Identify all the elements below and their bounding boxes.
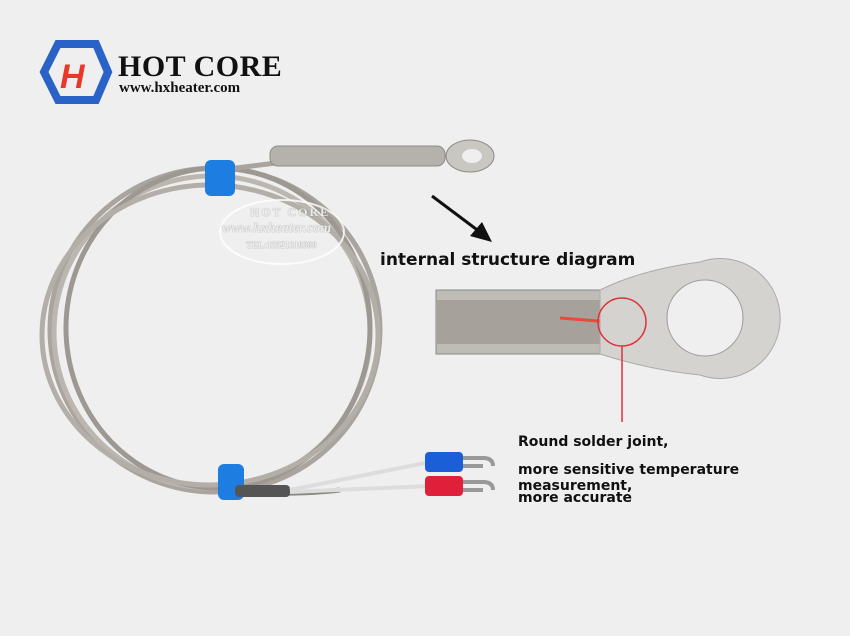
watermark-name: HOT CORE [250, 205, 331, 219]
brand-url: www.hxheater.com [119, 80, 241, 96]
internal-structure-diagram [435, 258, 781, 422]
note-line-2: more sensitive temperature measurement, [518, 462, 740, 494]
svg-text:H: H [60, 58, 86, 96]
red-spade-terminal [425, 476, 463, 496]
lead-wires [235, 452, 495, 497]
hot-core-logo: H [39, 40, 113, 104]
arrow-icon [431, 194, 492, 242]
watermark-tel: TEL:15521310300 [246, 240, 317, 250]
diagram-title: internal structure diagram [380, 250, 636, 270]
watermark-url: www.hxheater.com [222, 221, 332, 236]
watermark-ellipse [219, 199, 345, 265]
blue-spade-terminal [425, 452, 463, 472]
note-line-1: Round solder joint, [518, 434, 669, 450]
probe-with-ring-terminal [269, 139, 495, 173]
brand-name: HOT CORE [118, 50, 283, 83]
blue-cable-tie-top [205, 160, 235, 196]
note-line-3: more accurate [518, 490, 633, 506]
